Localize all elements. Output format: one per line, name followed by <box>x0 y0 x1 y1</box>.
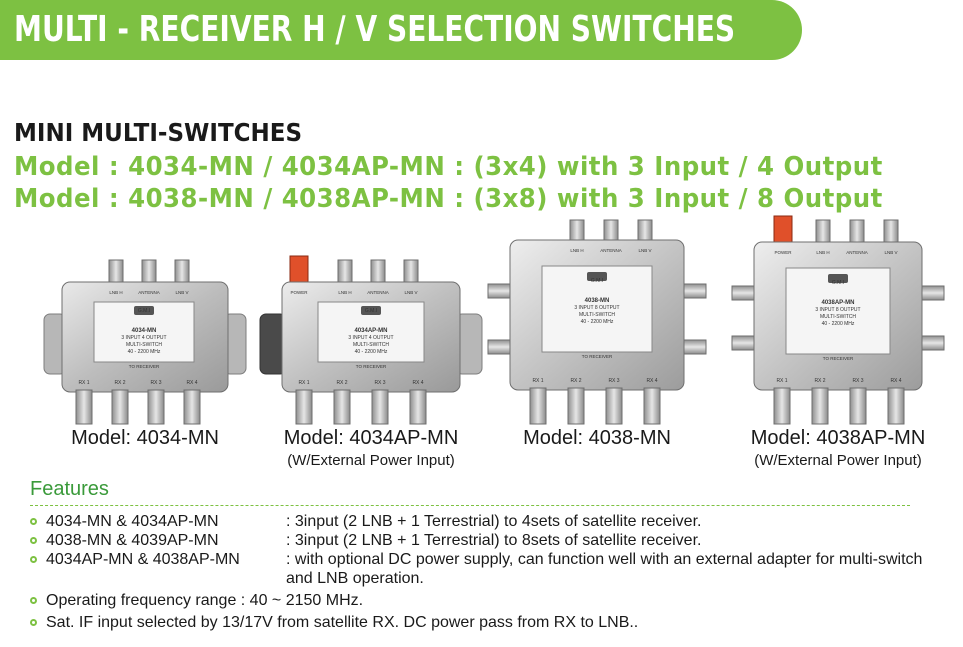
feature-item: 4038-MN & 4039AP-MN : 3input (2 LNB + 1 T… <box>30 531 955 550</box>
to-receiver-label: TO RECEIVER <box>823 356 854 361</box>
brand-badge-text: G.M.I <box>591 278 603 284</box>
device-label-line: MULTI-SWITCH <box>820 314 856 320</box>
to-receiver-label: TO RECEIVER <box>356 364 387 369</box>
product-caption-4034ap-mn: Model: 4034AP-MN (W/External Power Input… <box>258 427 484 469</box>
input-port-label: LNB V <box>884 250 897 255</box>
feature-item: 4034-MN & 4034AP-MN : 3input (2 LNB + 1 T… <box>30 512 955 531</box>
feature-desc: Operating frequency range : 40 ~ 2150 MH… <box>46 592 364 609</box>
device-label-line: 4038-MN <box>585 298 610 304</box>
input-port-label: POWER <box>290 290 308 295</box>
rx-port-label: RX 4 <box>186 380 197 386</box>
input-port-label: LNB V <box>175 290 188 295</box>
to-receiver-label: TO RECEIVER <box>129 364 160 369</box>
rx-port-label: RX 1 <box>532 378 543 384</box>
rx-port-label: RX 2 <box>336 380 347 386</box>
device-label-line: 40 - 2200 MHz <box>822 321 855 327</box>
features-divider <box>30 505 910 506</box>
product-caption-4038-mn: Model: 4038-MN <box>486 427 708 450</box>
bullet-icon <box>30 537 37 544</box>
device-label-line: 3 INPUT 4 OUTPUT <box>121 335 166 341</box>
input-port-label: LNB H <box>570 248 583 253</box>
feature-desc: : with optional DC power supply, can fun… <box>286 551 923 587</box>
feature-item: Operating frequency range : 40 ~ 2150 MH… <box>30 591 955 610</box>
rx-port-label: RX 1 <box>298 380 309 386</box>
rx-port-label: RX 4 <box>412 380 423 386</box>
bullet-icon <box>30 619 37 626</box>
input-port-label: ANTENNA <box>600 248 622 253</box>
model-line-2: Model : 4038-MN / 4038AP-MN : (3x8) with… <box>14 184 883 214</box>
rx-port-label: RX 2 <box>570 378 581 384</box>
feature-desc: Sat. IF input selected by 13/17V from sa… <box>46 614 639 631</box>
device-label-line: 3 INPUT 4 OUTPUT <box>348 335 393 341</box>
feature-name: 4034-MN & 4034AP-MN <box>46 513 219 530</box>
rx-port-label: RX 4 <box>646 378 657 384</box>
input-port-label: LNB V <box>404 290 417 295</box>
product-caption-4034-mn: Model: 4034-MN <box>42 427 248 450</box>
rx-port-label: RX 2 <box>114 380 125 386</box>
feature-name: 4034AP-MN & 4038AP-MN <box>46 551 240 568</box>
rx-port-label: RX 3 <box>608 378 619 384</box>
input-port-label: LNB V <box>638 248 651 253</box>
brand-badge-text: G.M.I <box>832 280 844 286</box>
rx-port-label: RX 2 <box>814 378 825 384</box>
bullet-icon <box>30 597 37 604</box>
input-port-label: ANTENNA <box>138 290 160 295</box>
feature-desc: : 3input (2 LNB + 1 Terrestrial) to 8set… <box>286 532 702 549</box>
caption-text: Model: 4034AP-MN <box>283 427 459 449</box>
caption-text: Model: 4038AP-MN <box>750 427 926 449</box>
brand-badge-text: G.M.I <box>138 308 150 314</box>
feature-item: 4034AP-MN & 4038AP-MN : with optional DC … <box>30 550 955 588</box>
features-title: Features <box>30 478 109 500</box>
device-label-line: 4034AP-MN <box>354 328 387 334</box>
device-label-line: MULTI-SWITCH <box>579 312 615 318</box>
rx-port-label: RX 3 <box>374 380 385 386</box>
caption-note: (W/External Power Input) <box>287 452 455 469</box>
input-port-label: POWER <box>774 250 792 255</box>
feature-list: 4034-MN & 4034AP-MN : 3input (2 LNB + 1 T… <box>30 512 955 632</box>
rx-port-label: RX 1 <box>78 380 89 386</box>
input-port-label: ANTENNA <box>367 290 389 295</box>
product-caption-4038ap-mn: Model: 4038AP-MN (W/External Power Input… <box>722 427 954 469</box>
bullet-icon <box>30 518 37 525</box>
input-port-label: LNB H <box>338 290 351 295</box>
to-receiver-label: TO RECEIVER <box>582 354 613 359</box>
input-port-label: LNB H <box>816 250 829 255</box>
rx-port-label: RX 1 <box>776 378 787 384</box>
banner-title: MULTI - RECEIVER H / V SELECTION SWITCHE… <box>14 9 736 50</box>
device-label-line: 40 - 2200 MHz <box>355 349 388 355</box>
device-label-line: 40 - 2200 MHz <box>581 319 614 325</box>
device-label-line: 4038AP-MN <box>821 300 854 306</box>
feature-item: Sat. IF input selected by 13/17V from sa… <box>30 613 955 632</box>
feature-name: 4038-MN & 4039AP-MN <box>46 532 219 549</box>
model-line-1: Model : 4034-MN / 4034AP-MN : (3x4) with… <box>14 152 883 182</box>
feature-desc: : 3input (2 LNB + 1 Terrestrial) to 4set… <box>286 513 702 530</box>
bullet-icon <box>30 556 37 563</box>
caption-note: (W/External Power Input) <box>754 452 922 469</box>
device-label-line: 3 INPUT 8 OUTPUT <box>815 307 860 313</box>
device-label-line: MULTI-SWITCH <box>126 342 162 348</box>
section-heading: MINI MULTI-SWITCHES <box>14 118 303 147</box>
device-label-line: MULTI-SWITCH <box>353 342 389 348</box>
input-port-label: ANTENNA <box>846 250 868 255</box>
rx-port-label: RX 3 <box>852 378 863 384</box>
rx-port-label: RX 3 <box>150 380 161 386</box>
device-label-line: 40 - 2200 MHz <box>128 349 161 355</box>
caption-text: Model: 4034-MN <box>71 427 219 449</box>
device-label-line: 3 INPUT 8 OUTPUT <box>574 305 619 311</box>
rx-port-label: RX 4 <box>890 378 901 384</box>
device-label-line: 4034-MN <box>132 328 157 334</box>
brand-badge-text: G.M.I <box>365 308 377 314</box>
caption-text: Model: 4038-MN <box>523 427 671 449</box>
title-banner: MULTI - RECEIVER H / V SELECTION SWITCHE… <box>0 0 802 60</box>
input-port-label: LNB H <box>109 290 122 295</box>
